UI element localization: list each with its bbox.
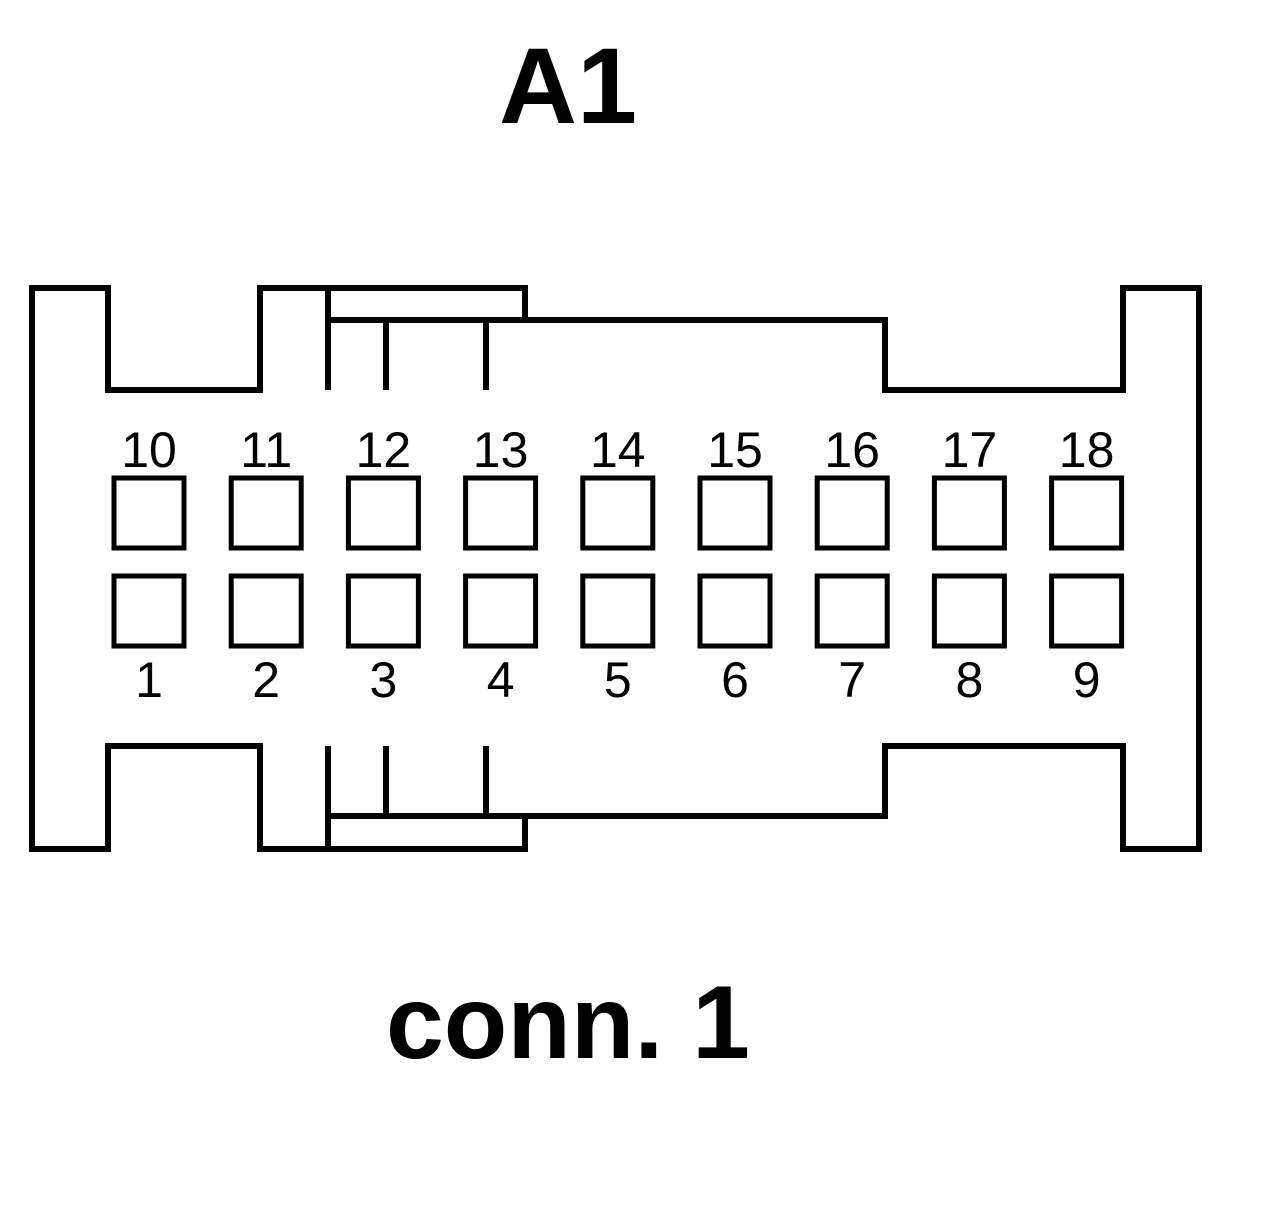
pin-label-18: 18 [1059,422,1115,478]
pin-17 [931,475,1007,551]
pin-label-10: 10 [121,422,177,478]
pin-3 [345,573,421,649]
pin-label-5: 5 [604,652,632,708]
pin-label-12: 12 [356,422,412,478]
connector-name-label: conn. 1 [386,965,750,1081]
pin-label-11: 11 [240,422,292,478]
pin-label-9: 9 [1073,652,1101,708]
pin-label-2: 2 [252,652,280,708]
pin-11 [228,475,304,551]
pin-label-8: 8 [955,652,983,708]
top-latch [325,288,525,390]
pin-4 [463,573,539,649]
pin-label-6: 6 [721,652,749,708]
pin-label-17: 17 [942,422,998,478]
pin-6 [697,573,773,649]
pin-16 [814,475,890,551]
pin-label-13: 13 [473,422,529,478]
pin-label-3: 3 [369,652,397,708]
pin-label-15: 15 [707,422,763,478]
pin-10 [111,475,187,551]
bottom-latch [325,746,525,849]
pin-2 [228,573,304,649]
connector-id-label: A1 [499,25,637,146]
pin-label-7: 7 [838,652,866,708]
pin-1 [111,573,187,649]
pin-14 [580,475,656,551]
pin-13 [463,475,539,551]
pin-18 [1049,475,1125,551]
pin-12 [345,475,421,551]
pin-9 [1049,573,1125,649]
pin-label-14: 14 [590,422,646,478]
pin-7 [814,573,890,649]
pin-label-4: 4 [487,652,515,708]
pin-label-16: 16 [824,422,880,478]
pin-15 [697,475,773,551]
pin-5 [580,573,656,649]
pin-8 [931,573,1007,649]
connector-housing [29,285,1202,852]
pin-label-1: 1 [135,652,163,708]
